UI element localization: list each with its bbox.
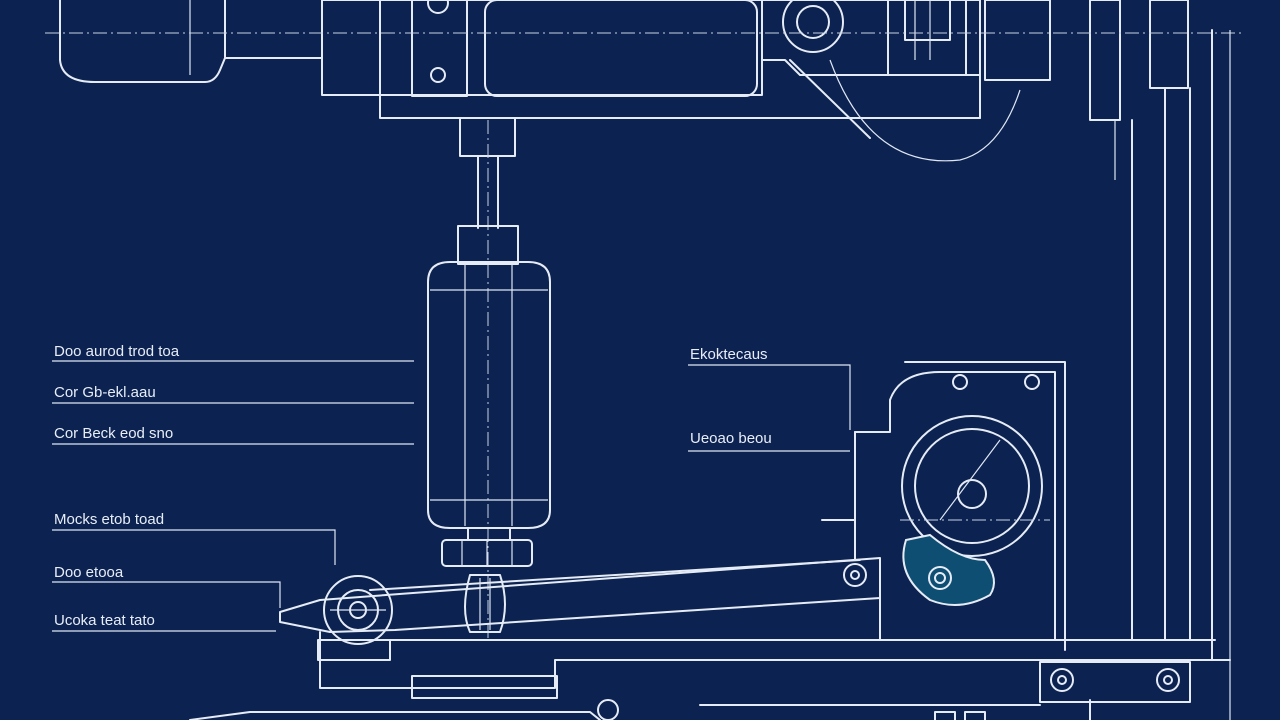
right-frame xyxy=(1114,29,1231,720)
right-labels: Ekoktecaus Ueoao beou xyxy=(690,346,772,447)
label-left-6: Ucoka teat tato xyxy=(54,612,155,629)
label-left-1: Doo aurod trod toa xyxy=(54,343,180,360)
label-left-3: Cor Beck eod sno xyxy=(54,425,173,442)
lever-arm xyxy=(279,557,881,645)
leader-lines xyxy=(52,360,851,632)
shaft-assembly xyxy=(427,117,551,640)
label-right-2: Ueoao beou xyxy=(690,430,772,447)
label-left-2: Cor Gb-ekl.aau xyxy=(54,384,156,401)
label-left-5: Doo etooa xyxy=(54,564,124,581)
label-left-4: Mocks etob toad xyxy=(54,511,164,528)
base xyxy=(189,631,1231,720)
label-right-1: Ekoktecaus xyxy=(690,346,768,363)
left-labels: Doo aurod trod toa Cor Gb-ekl.aau Cor Be… xyxy=(54,343,180,629)
top-housing xyxy=(45,0,1245,162)
wheel-block xyxy=(821,361,1066,651)
